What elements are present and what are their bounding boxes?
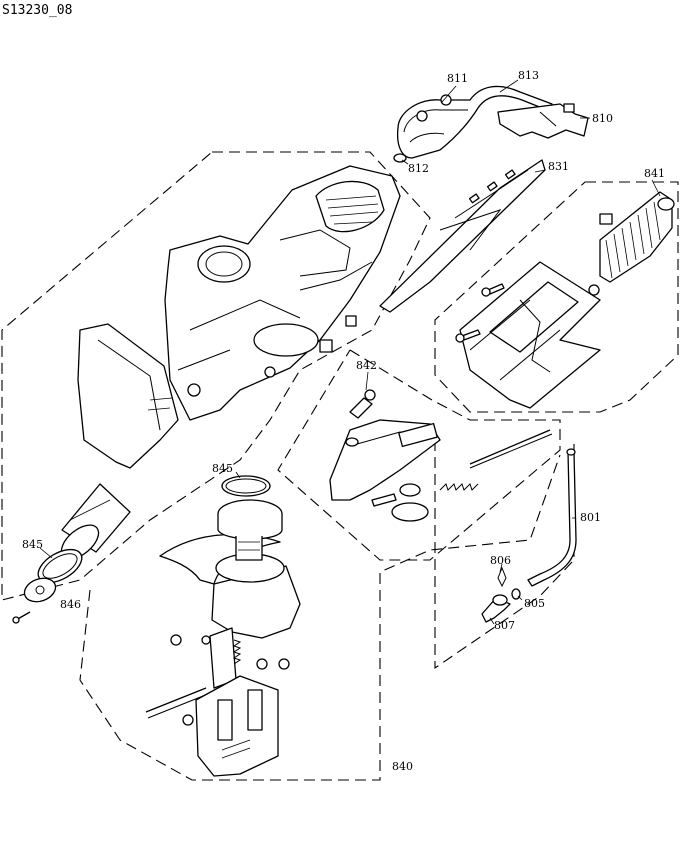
disk-846	[23, 577, 57, 603]
ring-805	[511, 588, 521, 600]
filter-tube	[60, 483, 131, 560]
group-outline-main-housing	[1, 151, 431, 601]
elbow-fitting-807	[481, 594, 511, 623]
clip-806	[497, 566, 507, 588]
tank-assembly-840	[145, 475, 301, 777]
main-housing	[164, 165, 401, 421]
group-outline-842	[277, 349, 561, 561]
callout-845-left: 845	[22, 538, 43, 551]
callout-812: 812	[408, 162, 429, 175]
callout-810: 810	[592, 112, 613, 125]
valve-assembly-842	[329, 389, 553, 522]
callout-842: 842	[356, 359, 377, 372]
hose-assembly-813	[396, 85, 553, 159]
callout-806: 806	[490, 554, 511, 567]
callout-831: 831	[548, 160, 569, 173]
callout-805: 805	[524, 597, 545, 610]
tube-801	[527, 448, 577, 587]
group-outline-841	[434, 181, 679, 413]
callout-840: 840	[392, 760, 413, 773]
group-outline-840	[79, 454, 561, 781]
leader-lines	[39, 79, 661, 625]
ring-812	[393, 153, 407, 163]
gasket-sheet-831	[379, 159, 546, 313]
callout-labels: 811 813 810 812 831 841 842 845 845 846 …	[22, 69, 665, 773]
callout-846: 846	[60, 598, 81, 611]
callout-807: 807	[494, 619, 515, 632]
callout-841: 841	[644, 167, 665, 180]
bracket-810	[497, 103, 589, 139]
callout-813: 813	[518, 69, 539, 82]
callout-811: 811	[447, 72, 468, 85]
callout-801: 801	[580, 511, 601, 524]
seal-ring-845-left	[37, 548, 83, 584]
side-panel	[77, 323, 179, 469]
frame-assembly-841	[455, 191, 675, 409]
screw-846	[12, 611, 31, 624]
document-id: S13230_08	[2, 3, 72, 18]
callout-845-top: 845	[212, 462, 233, 475]
